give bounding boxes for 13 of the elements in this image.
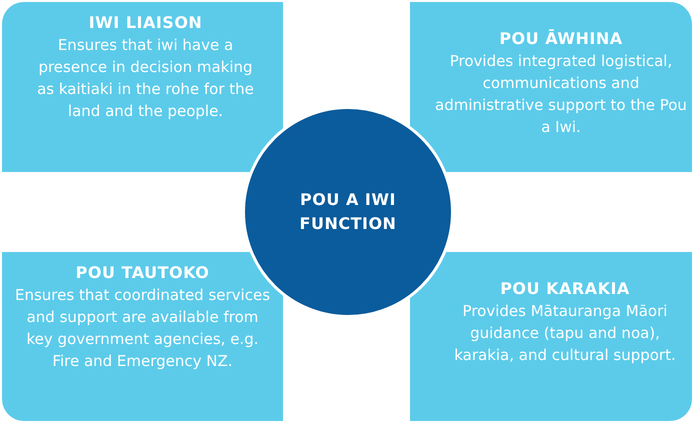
function-box (2, 2, 283, 172)
function-box (2, 252, 283, 421)
function-box (410, 252, 692, 421)
box-heading: POU TAUTOKO (74, 262, 210, 284)
function-box (410, 2, 692, 172)
box-heading: POU ĀWHINA (498, 28, 624, 50)
box-description: Ensures that coordinated services and support are available from key government agencies, e.g. Fire and Emergency NZ. (14, 285, 272, 372)
box-heading: POU KARAKIA (499, 278, 631, 300)
circle-title: POU A IWI FUNCTION (298, 189, 398, 235)
box-description: Provides Mātauranga Māori guidance (tapu and noa), karakia, and cultural support. (453, 301, 677, 366)
box-description: Ensures that iwi have a presence in decision making as kaitiaki in the rohe for the land and the people. (36, 35, 255, 122)
box-heading: IWI LIAISON (88, 12, 204, 34)
box-description: Provides integrated logistical, communications and administrative support to the Pou a Iwi. (434, 51, 688, 138)
